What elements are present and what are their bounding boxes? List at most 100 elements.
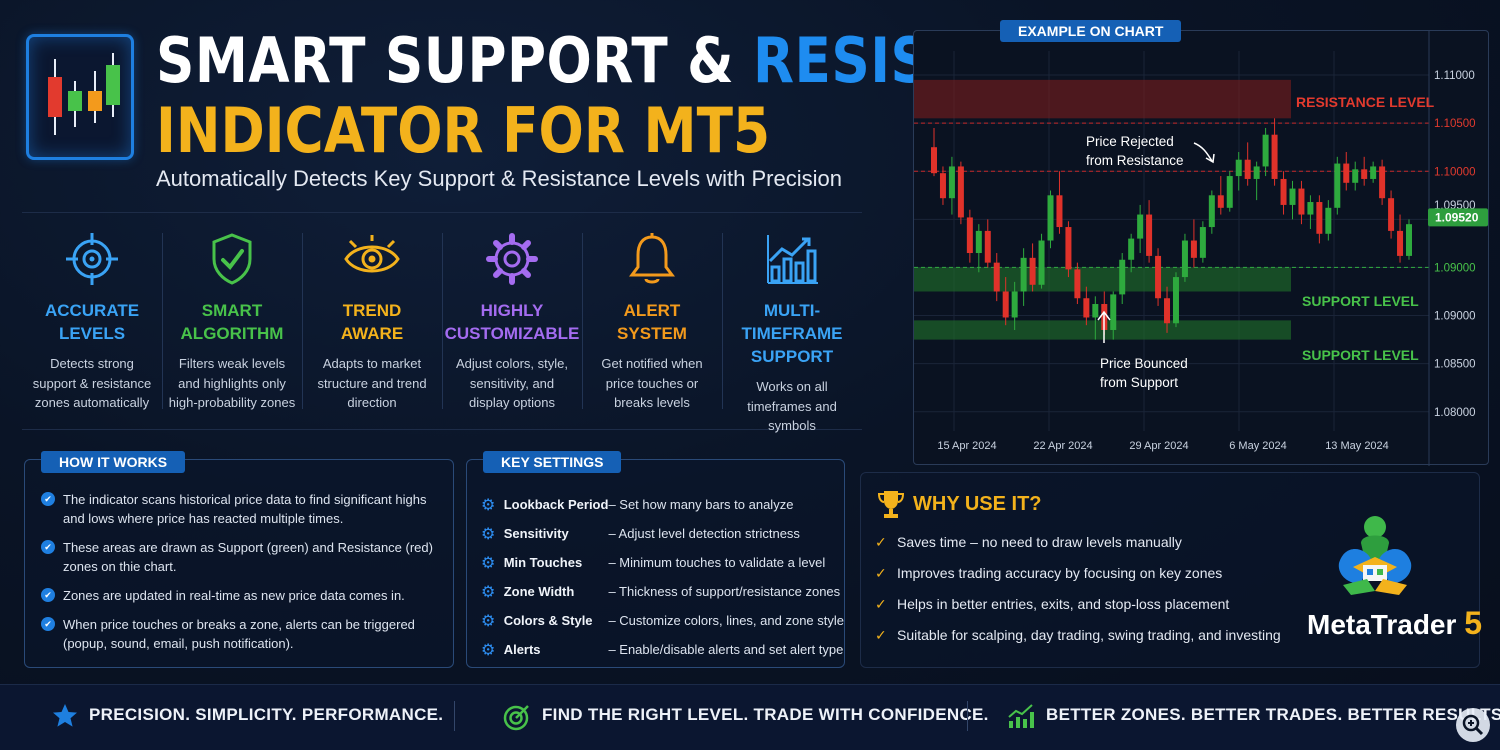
candle-body <box>1190 240 1197 258</box>
y-tick-label: 1.09000 <box>1434 311 1476 323</box>
why-use-panel: WHY USE IT? ✓ Saves time – no need to dra… <box>860 472 1482 668</box>
candle <box>1020 248 1027 306</box>
support-level-label: SUPPORT LEVEL <box>1302 347 1419 363</box>
key-settings-table: ⚙Lookback Period– Set how many bars to a… <box>481 490 844 664</box>
feature-title: ALERT <box>623 301 681 320</box>
candle <box>1190 219 1197 268</box>
feature-desc: Get notified when <box>601 356 703 371</box>
candle-body <box>1181 240 1188 278</box>
star-icon <box>53 704 77 727</box>
candle <box>948 156 955 215</box>
feature-title: SYSTEM <box>617 324 687 343</box>
candle-body <box>1047 195 1054 241</box>
candle <box>939 166 946 205</box>
setting-desc: – Thickness of support/resistance zones <box>608 584 841 599</box>
y-tick-label: 1.10500 <box>1434 118 1476 130</box>
candle-body <box>957 166 964 218</box>
footer-divider <box>454 701 455 731</box>
candle <box>1155 248 1162 306</box>
gear-icon: ⚙ <box>481 554 496 572</box>
footer-bar: PRECISION. SIMPLICITY. PERFORMANCE. FIND… <box>0 684 1500 750</box>
candle-body <box>1172 277 1179 324</box>
candle-body <box>1280 178 1287 205</box>
list-item: ✓Improves trading accuracy by focusing o… <box>875 562 1281 593</box>
zoom-in-icon[interactable] <box>1455 707 1491 743</box>
candle-body <box>1110 294 1117 330</box>
candle-body <box>1065 227 1072 270</box>
candle <box>993 253 1000 302</box>
feature-title: MULTI-TIMEFRAME <box>741 301 843 343</box>
check-icon: ✓ <box>875 596 887 612</box>
candle <box>1280 171 1287 215</box>
feature-desc: Adjust colors, style, <box>456 356 568 371</box>
candle-body <box>1092 304 1099 318</box>
candle <box>1298 180 1305 225</box>
eye-icon <box>302 229 442 289</box>
why-use-title: WHY USE IT? <box>913 493 1042 515</box>
candle <box>1406 219 1412 260</box>
gear-icon <box>442 229 582 289</box>
candle <box>1083 286 1090 326</box>
footer-slogan: PRECISION. SIMPLICITY. PERFORMANCE. <box>89 705 444 724</box>
table-row: ⚙Alerts– Enable/disable alerts and set a… <box>481 635 844 664</box>
candle <box>1235 152 1242 191</box>
candle-body <box>1199 227 1206 258</box>
candle <box>1065 221 1072 278</box>
metatrader-logo-icon <box>1338 516 1412 595</box>
arrow-icon <box>1193 142 1213 162</box>
gear-icon: ⚙ <box>481 496 496 514</box>
gear-icon: ⚙ <box>481 612 496 630</box>
candle-body <box>1262 134 1269 167</box>
how-item-text: These areas are drawn as Support (green)… <box>63 540 433 574</box>
candle <box>1244 142 1251 186</box>
candle-body <box>1002 291 1009 318</box>
gear-icon: ⚙ <box>481 525 496 543</box>
why-item-text: Helps in better entries, exits, and stop… <box>897 596 1230 612</box>
table-row: ⚙Zone Width– Thickness of support/resist… <box>481 577 844 606</box>
shield-check-icon <box>162 229 302 289</box>
feature-desc: high-probability zones <box>168 395 296 410</box>
x-tick-label: 13 May 2024 <box>1325 440 1389 452</box>
candle-body <box>1361 169 1368 179</box>
candle <box>1056 171 1063 234</box>
table-row: ⚙Min Touches– Minimum touches to validat… <box>481 548 844 577</box>
candle-body <box>1370 166 1377 179</box>
setting-desc: – Minimum touches to validate a level <box>608 555 826 570</box>
feature-desc: support & resistance <box>32 375 152 391</box>
feature-title: SMART <box>201 301 263 320</box>
annotation-text: from Resistance <box>1086 153 1184 168</box>
y-tick-label: 1.08000 <box>1434 407 1476 419</box>
candle-body <box>1155 255 1162 299</box>
chart-growth-icon <box>1008 704 1034 728</box>
setting-desc: – Adjust level detection strictness <box>608 526 800 541</box>
candle <box>1271 118 1278 186</box>
feature-desc: Adapts to market <box>322 356 422 371</box>
list-item: ✔Zones are updated in real-time as new p… <box>41 586 439 605</box>
page-title-line2: INDICATOR FOR MT5 <box>156 94 771 167</box>
candle <box>1208 190 1215 234</box>
candle <box>1128 233 1135 273</box>
setting-name: Sensitivity <box>503 526 569 541</box>
feature-desc: direction <box>347 395 397 410</box>
why-item-text: Saves time – no need to draw levels manu… <box>897 534 1182 550</box>
y-tick-label: 1.09000 <box>1434 262 1476 274</box>
candle <box>1334 156 1341 215</box>
candle <box>1047 190 1054 249</box>
arrow-head-icon <box>1205 153 1215 164</box>
candle-body <box>1244 159 1251 179</box>
candle-body <box>1397 230 1404 256</box>
setting-desc: – Set how many bars to analyze <box>608 497 794 512</box>
candle <box>1379 159 1386 205</box>
candle <box>1289 180 1296 220</box>
check-circle-icon: ✔ <box>41 492 55 506</box>
annotation-text: Price Rejected <box>1086 134 1174 149</box>
candle-body <box>1119 259 1126 295</box>
brand-name: MetaTrader <box>1307 609 1457 640</box>
candle-body <box>1029 257 1036 285</box>
candle <box>966 209 973 263</box>
support-level-label: SUPPORT LEVEL <box>1302 293 1419 309</box>
